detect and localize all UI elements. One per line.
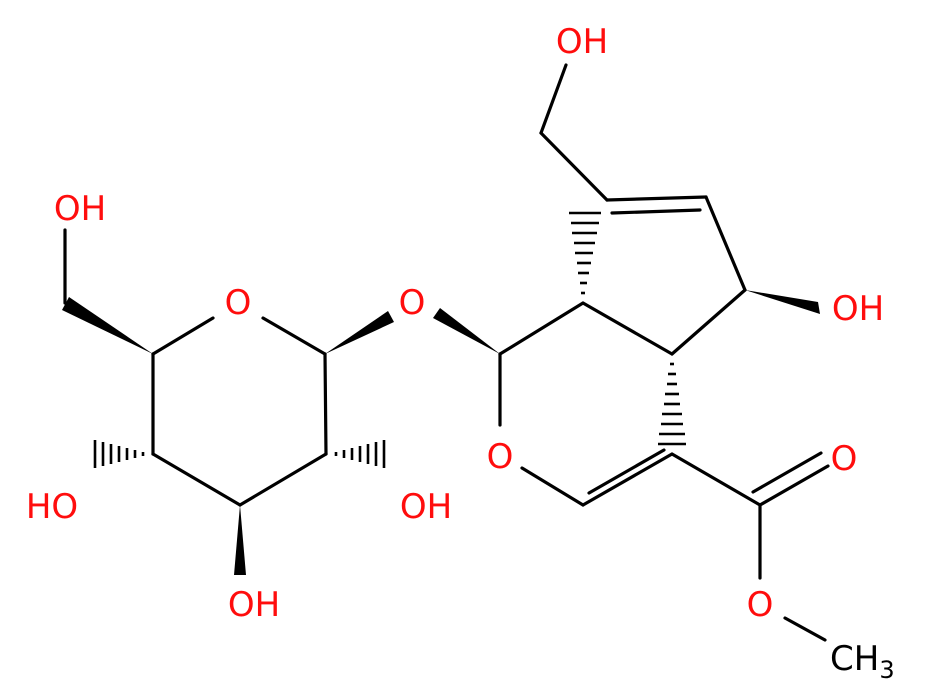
bond-c4a-c7a [581, 301, 674, 356]
hash-c4p-oh [93, 440, 145, 468]
sugar-c4-hydroxyl-label: HO [26, 487, 78, 527]
wedge-bonds [62, 290, 820, 575]
sugar-ring-oxygen-label: O [225, 283, 252, 323]
wedge-c3p-oh [234, 505, 246, 575]
glycosidic-oxygen-label: O [399, 283, 426, 323]
bond-c1p-osugar [261, 316, 327, 356]
sugar-ch2oh-label: OH [54, 189, 106, 229]
hash-c2p-oh [334, 440, 386, 468]
bond-c2p-c1p [323, 352, 328, 456]
carbonyl-oxygen-label: O [831, 439, 858, 479]
c5-hydroxyl-label: OH [832, 289, 884, 329]
bond-c7a-c1 [498, 301, 585, 356]
bond-osugar-c5p [151, 316, 215, 356]
bond-carbonyl-a [758, 464, 830, 507]
bond-c4-ccarb [670, 452, 762, 507]
ester-oxygen-label: O [747, 585, 774, 625]
hash-bonds [93, 211, 686, 468]
double-bonds [581, 195, 830, 507]
single-bonds [63, 63, 827, 642]
bond-c5-c4a [670, 288, 747, 356]
bond-c7-c6-b [610, 208, 702, 215]
hash-c7a-c7 [569, 211, 601, 295]
bond-c3p-c2p [238, 452, 328, 507]
wedge-c5-oh [745, 290, 820, 314]
bond-c3-c4-a [581, 452, 674, 507]
wedge-c5p-ch2 [62, 297, 153, 354]
bond-c7-c6-a [605, 195, 708, 202]
bond-c4p-c3p [151, 452, 242, 507]
sugar-c3-hydroxyl-label: OH [228, 585, 280, 625]
hydroxymethyl-oh-label: OH [556, 22, 608, 62]
bond-c7-ch2 [539, 131, 609, 202]
bond-ch2-oh [539, 63, 568, 135]
bond-c6-c5 [704, 195, 747, 292]
bond-carbonyl-b [751, 451, 823, 494]
atom-labels: OH OH O O CH3 O O O OH HO OH OH [26, 22, 895, 684]
bond-oester-ch3 [783, 616, 827, 642]
wedge-c1p-oglyc [325, 311, 394, 354]
methyl-label: CH3 [830, 639, 895, 684]
sugar-c2-hydroxyl-label: OH [400, 487, 452, 527]
hash-c4a-c4 [658, 362, 686, 446]
pyran-ring-oxygen-label: O [487, 437, 514, 477]
wedge-c1-oglyc [433, 308, 500, 354]
bond-o2-c3 [520, 466, 585, 507]
bond-c3-c4-b [587, 448, 666, 495]
